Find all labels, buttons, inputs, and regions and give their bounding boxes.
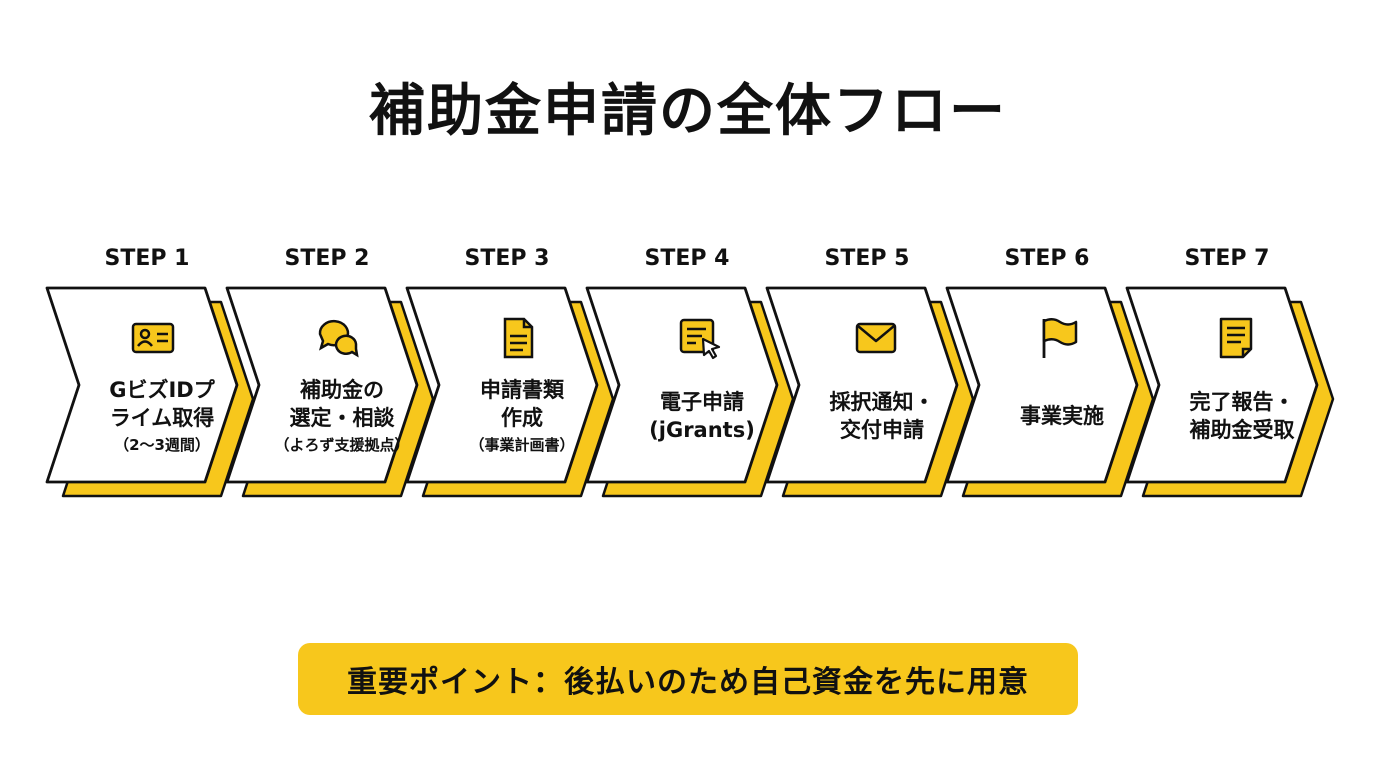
step-4-label: STEP 4	[644, 246, 730, 271]
key-point-banner: 重要ポイント：後払いのため自己資金を先に用意	[298, 643, 1078, 715]
step-4-title: 電子申請 (jGrants)	[649, 390, 755, 442]
step-4-text: 電子申請 (jGrants)	[627, 360, 777, 472]
step-2-note: （よろず支援拠点）	[274, 436, 410, 454]
step-3-text: 申請書類 作成 （事業計画書）	[447, 360, 597, 472]
step-5-title: 採択通知・ 交付申請	[829, 390, 935, 442]
step-6-title: 事業実施	[1020, 404, 1104, 428]
step-7-text: 完了報告・ 補助金受取	[1167, 360, 1317, 472]
step-2-label: STEP 2	[284, 246, 370, 271]
step-6-chevron	[945, 286, 1139, 484]
step-1-title: GビズIDプ ライム取得	[109, 378, 215, 430]
step-2-text: 補助金の 選定・相談 （よろず支援拠点）	[267, 360, 417, 472]
step-2-chevron	[225, 286, 419, 484]
step-5-chevron	[765, 286, 959, 484]
step-7-chevron	[1125, 286, 1319, 484]
envelope-icon	[855, 322, 897, 354]
step-1-label: STEP 1	[104, 246, 190, 271]
chevron-layer	[45, 286, 1319, 484]
step-5-label: STEP 5	[824, 246, 910, 271]
id-card-icon	[131, 322, 175, 354]
report-document-icon	[1219, 317, 1253, 359]
step-3-note: （事業計画書）	[469, 436, 575, 454]
step-6-label: STEP 6	[1004, 246, 1090, 271]
step-4-chevron	[585, 286, 779, 484]
chat-bubbles-icon	[318, 319, 359, 358]
step-3-label: STEP 3	[464, 246, 550, 271]
step-5-text: 採択通知・ 交付申請	[807, 360, 957, 472]
online-form-cursor-icon	[679, 318, 721, 360]
step-3-chevron	[405, 286, 599, 484]
step-6-text: 事業実施	[987, 360, 1137, 472]
step-2-title: 補助金の 選定・相談	[289, 378, 395, 430]
page-title: 補助金申請の全体フロー	[369, 79, 1007, 144]
step-1-text: GビズIDプ ライム取得 （2〜3週間）	[87, 360, 237, 472]
step-1-note: （2〜3週間）	[114, 436, 210, 454]
document-icon	[503, 317, 534, 359]
step-3-title: 申請書類 作成	[480, 378, 564, 430]
step-7-title: 完了報告・ 補助金受取	[1189, 390, 1295, 442]
step-1-chevron	[45, 286, 239, 484]
step-7-label: STEP 7	[1184, 246, 1270, 271]
flag-icon	[1042, 318, 1078, 358]
